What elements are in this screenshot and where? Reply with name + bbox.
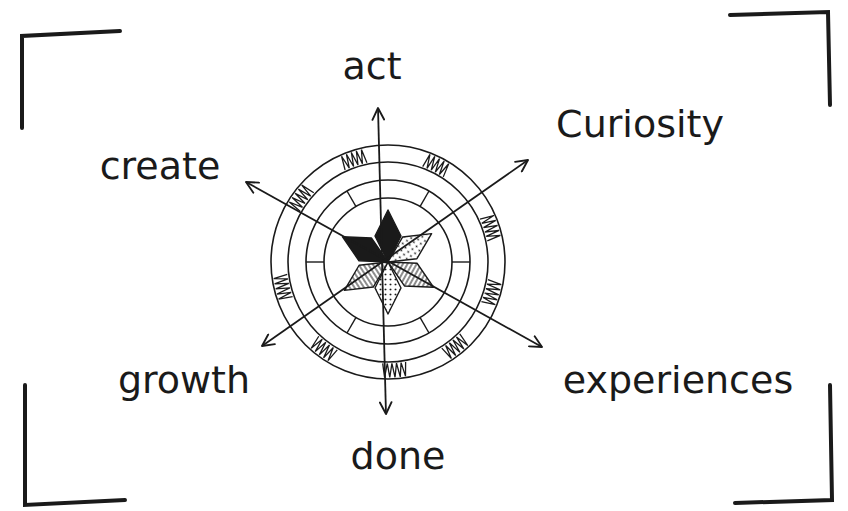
ring-divider — [306, 261, 324, 262]
ring-hatching — [274, 274, 293, 299]
compass-arrow — [262, 160, 528, 346]
ring-hatching — [480, 216, 500, 241]
ring-hatching — [383, 362, 406, 378]
ring-hatching — [423, 154, 449, 176]
corner-bracket — [735, 385, 832, 503]
ring-divider — [347, 317, 356, 333]
ring-hatching — [342, 150, 367, 170]
frame-brackets — [22, 12, 832, 505]
corner-bracket — [730, 12, 830, 105]
ring-divider — [452, 261, 470, 262]
ring-hatching — [311, 336, 337, 360]
direction-word: done — [347, 435, 450, 477]
compass-arrow — [246, 182, 542, 347]
direction-word: create — [96, 145, 225, 187]
ring-divider — [420, 191, 429, 207]
direction-word: act — [338, 45, 405, 87]
corner-bracket — [25, 385, 125, 505]
ring-divider — [347, 191, 356, 207]
direction-word: growth — [114, 359, 254, 401]
compass-rose — [246, 108, 542, 414]
corner-bracket — [22, 31, 120, 128]
ring-hatching — [481, 280, 501, 305]
direction-word: Curiosity — [552, 103, 728, 145]
ring-hatching — [442, 334, 468, 359]
ring-divider — [420, 317, 429, 333]
direction-word: experiences — [559, 359, 797, 401]
